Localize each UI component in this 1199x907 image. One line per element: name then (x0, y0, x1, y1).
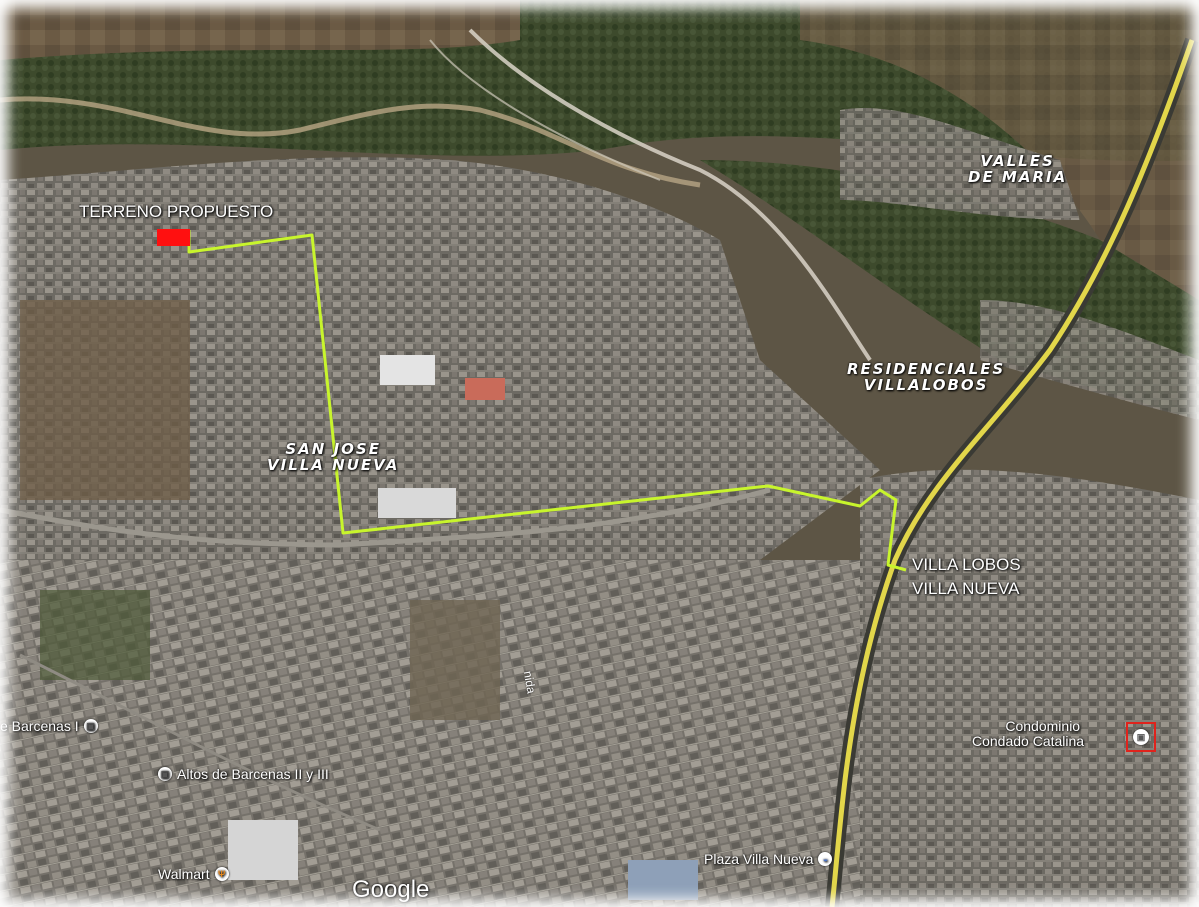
shopping-icon: ◒ (818, 852, 833, 867)
building-icon: ▣ (158, 767, 172, 782)
proposed-site-marker[interactable] (157, 229, 190, 246)
building-icon: ▣ (83, 719, 98, 734)
condominio-highlight-box[interactable]: ▣ (1126, 722, 1156, 752)
poi-altos-de-barcenas[interactable]: ▣ Altos de Barcenas II y III (158, 767, 329, 782)
route-line (187, 230, 907, 572)
restaurant-icon: Ψ (214, 867, 229, 882)
poi-condominio-condado-catalina[interactable]: Condominio Condado Catalina (972, 718, 1085, 749)
poi-walmart[interactable]: Walmart Ψ (158, 867, 229, 882)
poi-plaza-villa-nueva[interactable]: Plaza Villa Nueva ◒ (704, 852, 833, 867)
google-logo: Google (352, 876, 430, 903)
building-icon: ▣ (1133, 729, 1149, 745)
poi-barcenas-i[interactable]: e Barcenas I ▣ (0, 719, 98, 734)
street-label: nida (520, 669, 539, 695)
site-label: TERRENO PROPUESTO (79, 202, 274, 221)
